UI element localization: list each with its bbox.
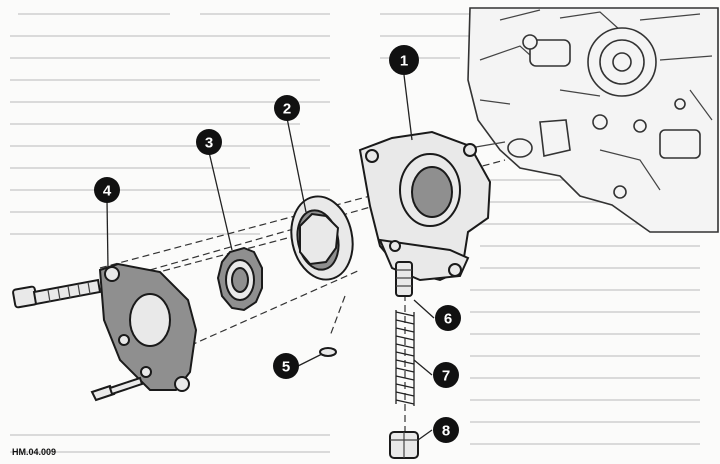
callout-7: 7 — [433, 362, 459, 388]
callout-6-label: 6 — [444, 311, 452, 328]
callout-4: 4 — [94, 177, 120, 203]
inner-gear-rotor — [216, 246, 263, 312]
cover-screw — [90, 376, 144, 402]
callout-5-label: 5 — [282, 359, 290, 376]
relief-valve-plug — [389, 431, 419, 459]
callout-2: 2 — [274, 95, 300, 121]
mounting-bolt — [12, 278, 102, 309]
callout-8-label: 8 — [442, 423, 450, 440]
pump-cover-plate — [98, 262, 198, 392]
callout-1-label: 1 — [400, 53, 408, 70]
callout-8: 8 — [433, 417, 459, 443]
relief-valve-spring — [395, 310, 415, 406]
outer-rotor — [290, 195, 354, 281]
callout-1: 1 — [389, 45, 419, 75]
callout-5: 5 — [273, 353, 299, 379]
callout-6: 6 — [435, 305, 461, 331]
callout-leaders — [106, 74, 435, 441]
figure-code: HM.04.009 — [12, 447, 56, 457]
callout-4-label: 4 — [103, 183, 112, 200]
relief-valve-plunger — [395, 261, 413, 297]
callout-3: 3 — [196, 129, 222, 155]
callout-2-label: 2 — [283, 101, 291, 118]
callout-3-label: 3 — [205, 135, 213, 152]
o-ring — [319, 347, 337, 357]
callout-7-label: 7 — [442, 368, 450, 385]
engine-block — [467, 7, 719, 233]
oil-pump-housing — [358, 130, 492, 282]
